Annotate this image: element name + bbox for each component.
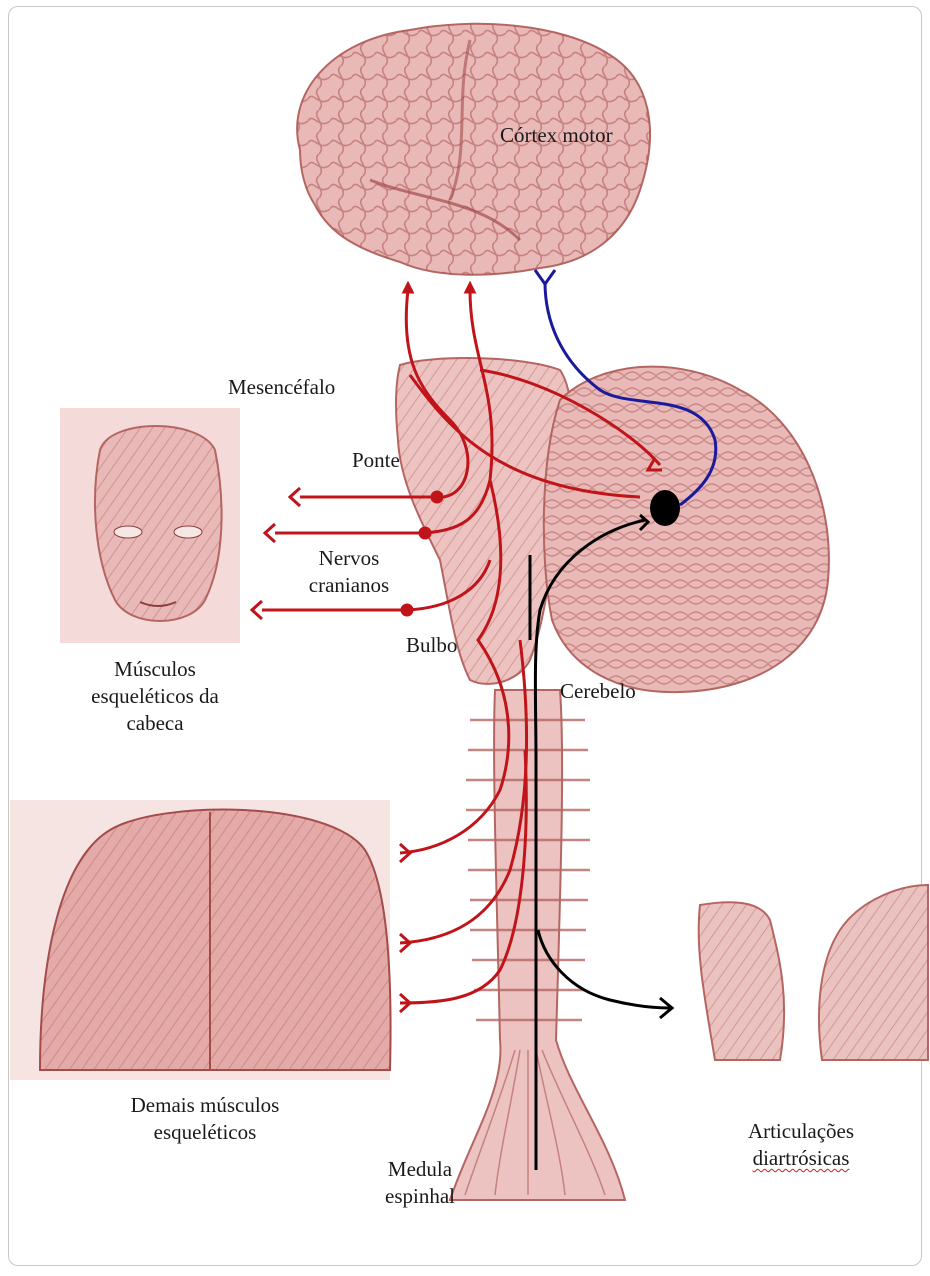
musculos-cabeca-label: Músculos esqueléticos da cabeca [60, 656, 250, 737]
demais-musculos-label: Demais músculos esqueléticos [100, 1092, 310, 1146]
back-muscles [10, 800, 391, 1080]
articulacoes-line2: diartrósicas [716, 1145, 886, 1172]
cerebellar-nucleus [650, 490, 680, 526]
demais-musculos-line2: esqueléticos [100, 1119, 310, 1146]
musculos-cabeca-line2: esqueléticos da [60, 683, 250, 710]
nervos-cranianos-line1: Nervos [294, 545, 404, 572]
joint-illustrations [699, 885, 928, 1060]
nervos-cranianos-label: Nervos cranianos [294, 545, 404, 599]
articulacoes-label: Articulações diartrósicas [716, 1118, 886, 1172]
brain [297, 24, 650, 275]
musculos-cabeca-line1: Músculos [60, 656, 250, 683]
medula-line1: Medula [350, 1156, 490, 1183]
medula-espinhal-label: Medula espinhal [350, 1156, 490, 1210]
cortex-motor-label: Córtex motor [500, 122, 613, 149]
ponte-label: Ponte [352, 447, 400, 474]
mesencefalo-label: Mesencéfalo [228, 374, 335, 401]
articulacoes-line1: Articulações [716, 1118, 886, 1145]
bulbo-label: Bulbo [406, 632, 457, 659]
cerebellum [544, 367, 829, 693]
face-muscles [60, 408, 240, 643]
cerebelo-label: Cerebelo [560, 678, 636, 705]
demais-musculos-line1: Demais músculos [100, 1092, 310, 1119]
nervos-cranianos-line2: cranianos [294, 572, 404, 599]
musculos-cabeca-line3: cabeca [60, 710, 250, 737]
medula-line2: espinhal [350, 1183, 490, 1210]
